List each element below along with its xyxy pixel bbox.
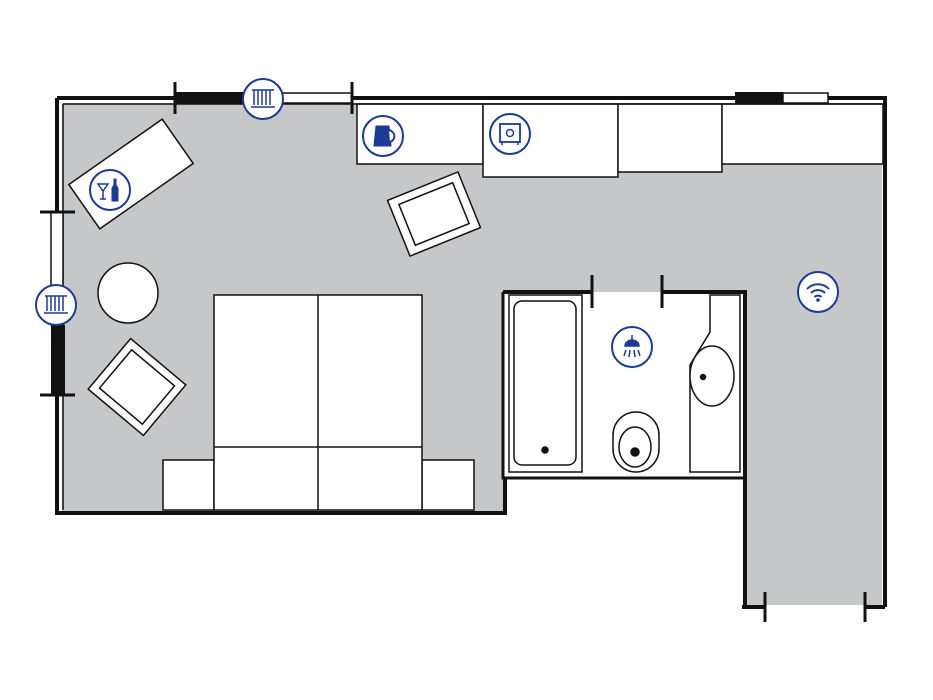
double-bed	[213, 294, 423, 511]
minibar-icon	[89, 169, 131, 211]
nightstand-right	[421, 459, 475, 511]
round-table	[97, 262, 159, 324]
sink	[689, 345, 735, 407]
nightstand-left	[162, 459, 215, 511]
windows	[40, 82, 867, 622]
wifi-icon	[797, 271, 839, 313]
kettle-icon	[362, 115, 404, 157]
vanity-counter	[689, 294, 741, 473]
toilet	[612, 411, 660, 473]
window-blinds-icon	[242, 78, 284, 120]
armchair-left	[87, 337, 187, 437]
safe-icon	[489, 113, 531, 155]
bathtub	[508, 294, 583, 473]
window-blinds-icon	[35, 284, 77, 326]
shower-icon	[611, 326, 653, 368]
floor-area	[62, 103, 882, 605]
armchair-center	[386, 170, 482, 258]
